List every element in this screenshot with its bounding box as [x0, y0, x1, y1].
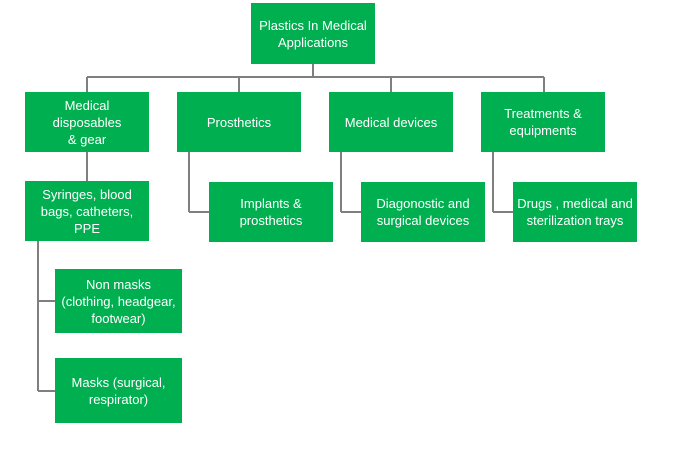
node-implants: Implants & prosthetics — [209, 182, 333, 242]
node-medical-disposables-label: Medical disposables & gear — [52, 97, 122, 147]
node-diagnostic-devices: Diagonostic and surgical devices — [361, 182, 485, 242]
node-masks: Masks (surgical, respirator) — [55, 358, 182, 423]
node-prosthetics: Prosthetics — [177, 92, 301, 152]
node-syringes: Syringes, blood bags, catheters, PPE — [25, 181, 149, 241]
node-root-label: Plastics In Medical Applications — [259, 17, 367, 50]
node-treatments: Treatments & equipments — [481, 92, 605, 152]
node-syringes-label: Syringes, blood bags, catheters, PPE — [40, 186, 134, 236]
node-drugs-trays: Drugs , medical and sterilization trays — [513, 182, 637, 242]
node-non-masks: Non masks (clothing, headgear, footwear) — [55, 269, 182, 333]
node-treatments-label: Treatments & equipments — [504, 106, 582, 138]
node-drugs-trays-label: Drugs , medical and sterilization trays — [517, 196, 633, 228]
node-implants-label: Implants & prosthetics — [239, 196, 303, 228]
node-diagnostic-devices-label: Diagonostic and surgical devices — [376, 196, 470, 228]
node-root: Plastics In Medical Applications — [251, 3, 375, 64]
node-medical-devices-label: Medical devices — [344, 114, 438, 130]
node-non-masks-label: Non masks (clothing, headgear, footwear) — [61, 276, 176, 326]
node-prosthetics-label: Prosthetics — [206, 114, 272, 130]
node-masks-label: Masks (surgical, respirator) — [71, 374, 166, 407]
node-medical-devices: Medical devices — [329, 92, 453, 152]
node-medical-disposables: Medical disposables & gear — [25, 92, 149, 152]
